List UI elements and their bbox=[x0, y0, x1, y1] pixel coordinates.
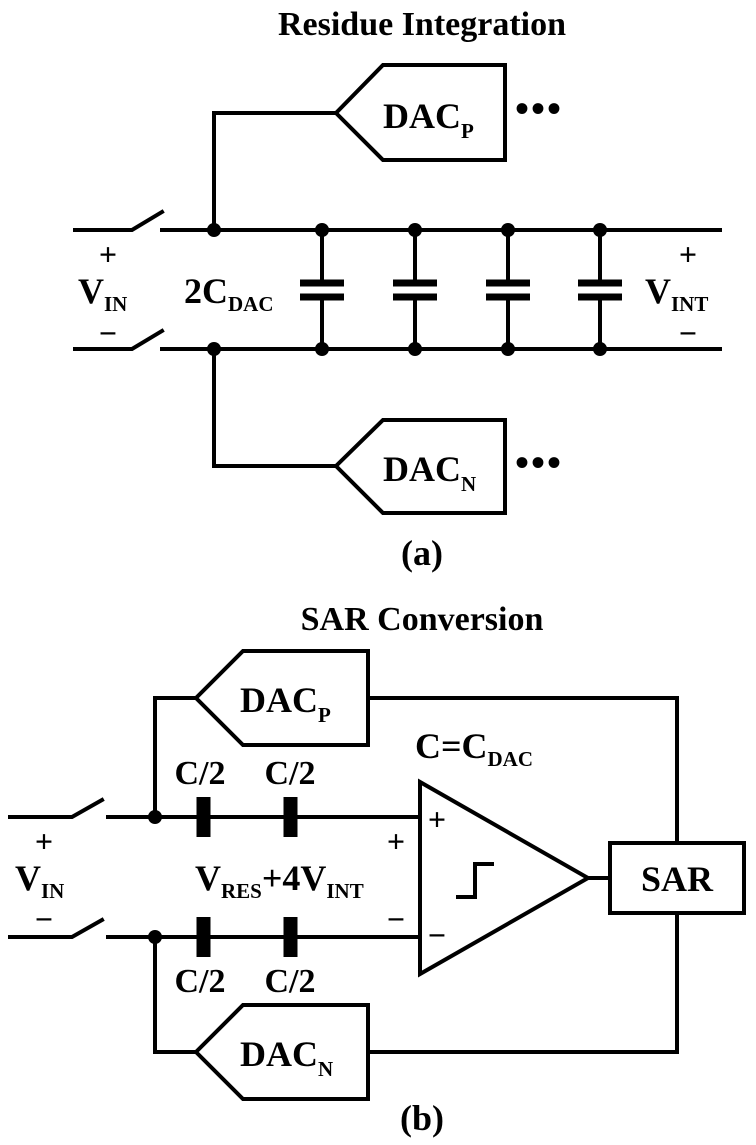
vres-label: VRES+4VINT bbox=[195, 858, 364, 903]
dac-n-label-b: DACN bbox=[240, 1034, 333, 1081]
cap-label-bottom-1: C/2 bbox=[175, 963, 226, 1000]
dac-p-outline-b bbox=[193, 649, 370, 747]
dac-n-outline-b bbox=[193, 1003, 370, 1101]
vin-minus-b: − bbox=[35, 901, 53, 937]
vint-plus: + bbox=[679, 236, 697, 272]
junction-bottom-b bbox=[148, 930, 162, 944]
dac-p-block-b: DACP bbox=[193, 649, 370, 747]
dac-p-block-a: DACP bbox=[333, 63, 507, 162]
sar-label: SAR bbox=[641, 859, 714, 899]
ellipsis-bottom: ••• bbox=[515, 440, 563, 485]
dac-n-block-a: DACN bbox=[333, 418, 507, 515]
hysteresis-icon bbox=[456, 862, 494, 899]
vin-minus-a: − bbox=[99, 315, 117, 351]
comp-plus: + bbox=[428, 801, 446, 837]
cap-label-bottom-2: C/2 bbox=[265, 963, 316, 1000]
dac-p-label: DACP bbox=[383, 96, 474, 143]
title-residue-integration: Residue Integration bbox=[278, 6, 566, 43]
vres-minus: − bbox=[387, 901, 405, 937]
vin-label-a: VIN bbox=[78, 271, 127, 316]
cap-2cdac-label: 2CDAC bbox=[184, 271, 274, 316]
caption-a: (a) bbox=[401, 533, 443, 573]
vin-plus-b: + bbox=[35, 823, 53, 859]
vint-label: VINT bbox=[645, 271, 708, 316]
junctions-a bbox=[207, 223, 607, 356]
vin-plus-a: + bbox=[99, 236, 117, 272]
dac-p-outline bbox=[333, 63, 507, 162]
title-sar-conversion: SAR Conversion bbox=[301, 601, 544, 638]
c-equals-cdac: C=CDAC bbox=[415, 726, 533, 771]
cap-label-top-2: C/2 bbox=[265, 755, 316, 792]
caption-b: (b) bbox=[400, 1098, 444, 1138]
wires-a bbox=[73, 111, 722, 468]
dac-p-label-b: DACP bbox=[240, 680, 331, 727]
vin-label-b: VIN bbox=[15, 858, 64, 903]
vres-plus: + bbox=[387, 823, 405, 859]
series-capacitors bbox=[196, 797, 298, 957]
cap-label-top-1: C/2 bbox=[175, 755, 226, 792]
comparator: + − bbox=[418, 778, 593, 978]
dac-n-outline bbox=[333, 418, 507, 515]
junction-top-b bbox=[148, 810, 162, 824]
capacitor-bank bbox=[300, 228, 622, 351]
dac-n-block-b: DACN bbox=[193, 1003, 370, 1101]
dac-n-label: DACN bbox=[383, 449, 476, 496]
sar-block: SAR bbox=[608, 841, 746, 915]
ellipsis-top: ••• bbox=[515, 86, 563, 131]
comp-minus: − bbox=[428, 917, 446, 953]
vint-minus: − bbox=[679, 315, 697, 351]
